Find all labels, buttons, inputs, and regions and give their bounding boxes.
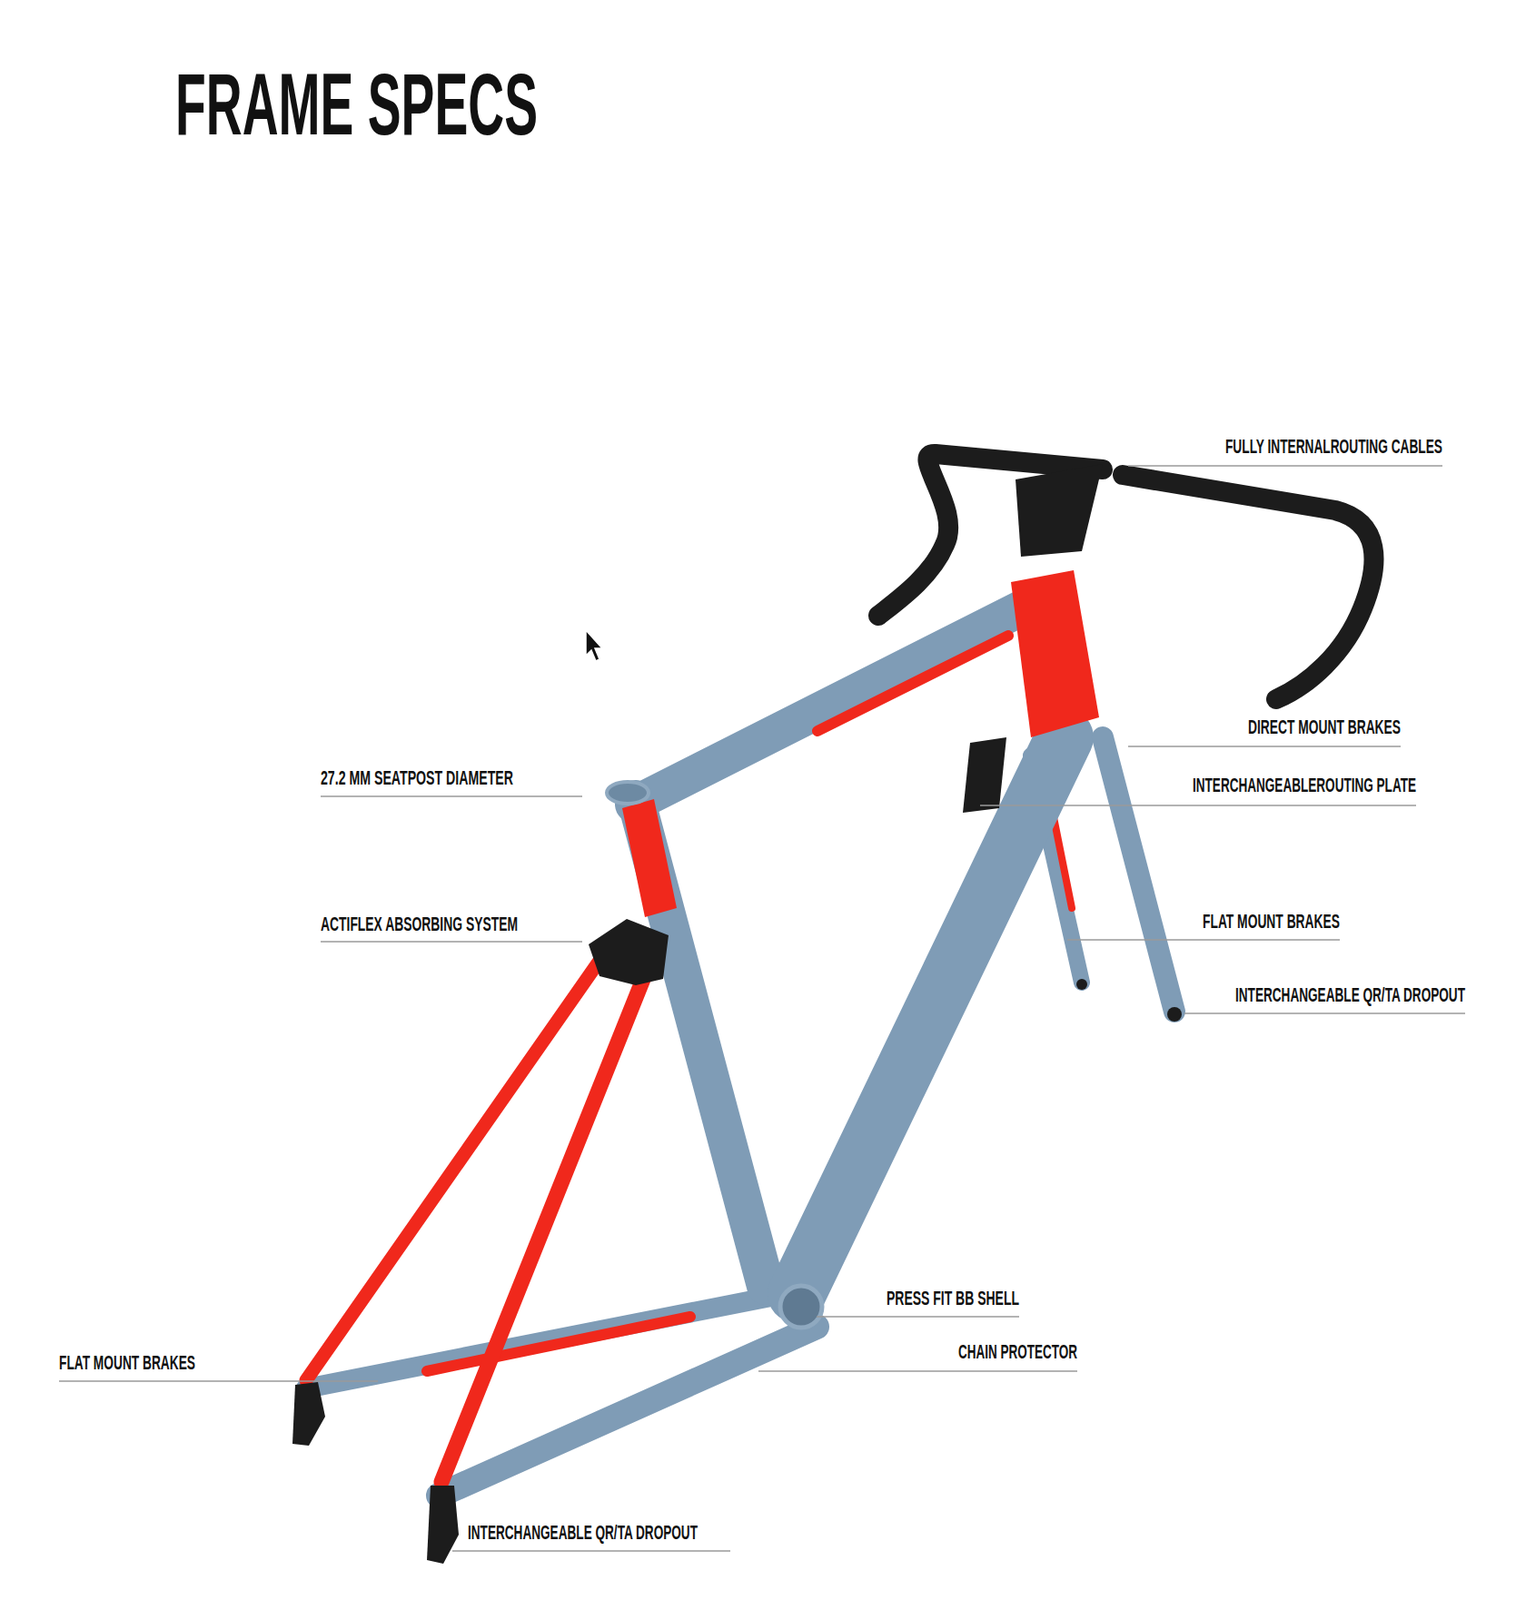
head-tube xyxy=(1010,570,1100,738)
actiflex-yoke xyxy=(588,919,669,986)
leader-line xyxy=(1128,745,1401,748)
callout-label: INTERCHANGEABLE QR/TA DROPOUT xyxy=(1235,985,1466,1006)
callout-label: INTERCHANGEABLEROUTING PLATE xyxy=(1192,775,1417,796)
bb-shell xyxy=(780,1286,823,1328)
callout-label: ACTIFLEX ABSORBING SYSTEM xyxy=(320,914,518,935)
callout-label: INTERCHANGEABLE QR/TA DROPOUT xyxy=(467,1523,698,1544)
down-tube xyxy=(796,737,1065,1295)
stem xyxy=(1015,464,1103,557)
leader-line xyxy=(980,804,1417,807)
leader-line xyxy=(1184,1012,1466,1015)
dropout xyxy=(426,1486,459,1565)
callout-label: FLAT MOUNT BRAKES xyxy=(1202,911,1340,932)
seat-cluster xyxy=(622,799,677,918)
callout-label: PRESS FIT BB SHELL xyxy=(886,1288,1020,1309)
leader-line xyxy=(758,1370,1078,1373)
leader-line xyxy=(1067,939,1340,942)
leader-line xyxy=(452,1550,731,1553)
callout-label: DIRECT MOUNT BRAKES xyxy=(1248,717,1401,738)
leader-line xyxy=(320,795,583,798)
fork-dropout xyxy=(1167,1007,1182,1022)
mouse-cursor xyxy=(585,630,603,662)
dropout xyxy=(292,1382,326,1447)
chainstay-stripe xyxy=(426,1317,691,1372)
top-tube-stripe xyxy=(817,635,1009,732)
fork-dropout xyxy=(1076,979,1088,991)
leader-line xyxy=(816,1316,1020,1318)
callout-label: 27.2 MM SEATPOST DIAMETER xyxy=(320,768,514,789)
callout-label: FULLY INTERNALROUTING CABLES xyxy=(1225,436,1443,457)
leader-line xyxy=(320,941,583,943)
seat-collar xyxy=(606,782,649,804)
handlebar xyxy=(1122,475,1374,700)
seat-stay xyxy=(441,954,654,1483)
callout-label: FLAT MOUNT BRAKES xyxy=(59,1353,196,1374)
fork-blade xyxy=(1102,737,1175,1012)
leader-lines xyxy=(59,465,1466,1552)
callout-label: CHAIN PROTECTOR xyxy=(958,1342,1078,1363)
routing-plate xyxy=(962,737,1007,813)
leader-line xyxy=(59,1380,378,1383)
leader-line xyxy=(1128,465,1443,467)
page-title: FRAME SPECS xyxy=(175,60,538,149)
